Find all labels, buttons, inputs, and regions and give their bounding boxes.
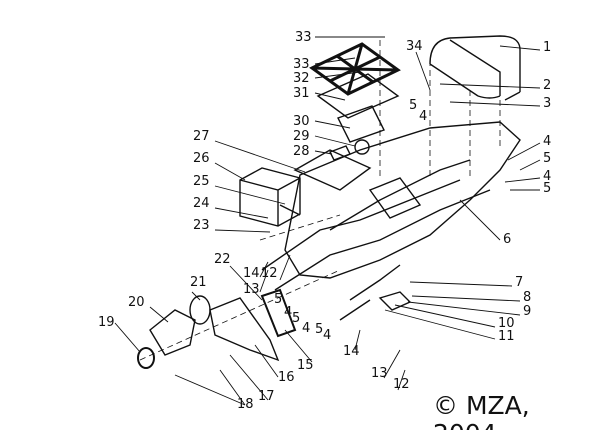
callout-4: 4 [419, 109, 428, 124]
callout-5: 5 [543, 181, 552, 196]
assembly-lines [139, 40, 501, 361]
callout-10: 10 [498, 316, 515, 331]
callout-11: 11 [498, 329, 515, 344]
callout-7: 7 [515, 275, 524, 290]
seat-tray-inner [329, 159, 471, 231]
callout-15: 15 [297, 358, 314, 373]
callout-4: 4 [323, 328, 332, 343]
callout-1: 1 [543, 40, 552, 55]
clamp-21 [189, 295, 211, 325]
leader-lines [114, 36, 541, 406]
callout-6: 6 [503, 232, 512, 247]
callout-8: 8 [523, 290, 532, 305]
callout-5: 5 [543, 151, 552, 166]
callout-34: 34 [406, 39, 423, 54]
callout-24: 24 [193, 196, 210, 211]
grab-rail [429, 35, 521, 101]
filter-bracket [337, 105, 385, 143]
callout-5: 5 [274, 292, 283, 307]
grille-15 [260, 288, 297, 338]
callout-19: 19 [98, 315, 115, 330]
callout-20: 20 [128, 295, 145, 310]
callout-22: 22 [214, 252, 231, 267]
frame-rails [261, 179, 491, 321]
callout-4: 4 [302, 321, 311, 336]
callout-13: 13 [243, 282, 260, 297]
callout-27: 27 [193, 129, 210, 144]
callout-25: 25 [193, 174, 210, 189]
callout-21: 21 [190, 275, 207, 290]
callout-30: 30 [293, 114, 310, 129]
callout-33: 33 [293, 57, 310, 72]
callout-5: 5 [315, 322, 324, 337]
callout-9: 9 [523, 304, 532, 319]
callout-28: 28 [293, 144, 310, 159]
callout-12: 12 [393, 377, 410, 392]
callout-17: 17 [258, 389, 275, 404]
callout-14: 14 [243, 266, 260, 281]
duct-16 [209, 297, 280, 362]
seat-tray [284, 121, 521, 279]
callout-4: 4 [284, 305, 293, 320]
callout-12: 12 [261, 266, 278, 281]
callout-31: 31 [293, 86, 310, 101]
callout-33: 33 [295, 30, 312, 45]
callout-5: 5 [292, 311, 301, 326]
callout-16: 16 [278, 370, 295, 385]
callout-18: 18 [237, 397, 254, 412]
ring-19 [137, 347, 155, 369]
boot-20 [149, 309, 196, 356]
callout-29: 29 [293, 129, 310, 144]
filter-plate [316, 73, 400, 119]
filter-grid [309, 42, 401, 96]
callout-14: 14 [343, 344, 360, 359]
callout-26: 26 [193, 151, 210, 166]
callout-5: 5 [409, 98, 418, 113]
battery [239, 167, 301, 227]
callout-4: 4 [543, 134, 552, 149]
callout-13: 13 [371, 366, 388, 381]
callout-4: 4 [543, 169, 552, 184]
copyright-notice: © MZA, 2004 [433, 391, 530, 430]
callout-3: 3 [543, 96, 552, 111]
callout-23: 23 [193, 218, 210, 233]
callout-2: 2 [543, 78, 552, 93]
battery-strap [279, 204, 301, 216]
tail-plate-27 [293, 149, 372, 191]
callout-32: 32 [293, 71, 310, 86]
